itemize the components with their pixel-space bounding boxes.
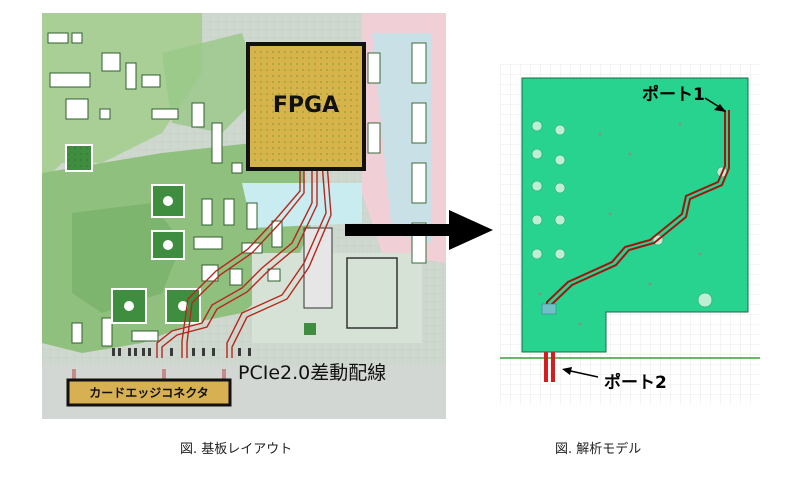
fpga-label: FPGA	[272, 93, 340, 118]
analysis-model-drawing	[500, 64, 760, 404]
pcb-layout-drawing	[42, 13, 446, 419]
port2-label: ポート2	[604, 373, 667, 393]
connector-label: カードエッジコネクタ	[89, 386, 209, 400]
analysis-model-image: ポート1 ポート2	[500, 64, 760, 404]
analysis-board	[521, 77, 749, 353]
analysis-model-caption: 図. 解析モデル	[555, 442, 642, 457]
pcie-wiring-label: PCIe2.0差動配線	[238, 362, 387, 384]
card-edge-connector	[66, 378, 232, 407]
pcb-layout-image: FPGA カードエッジコネクタ PCIe2.0差動配線	[42, 13, 446, 419]
fpga-chip	[246, 42, 366, 171]
right-arrow-icon	[345, 210, 493, 250]
port1-label: ポート1	[642, 85, 705, 105]
pcb-layout-caption: 図. 基板レイアウト	[180, 442, 293, 457]
